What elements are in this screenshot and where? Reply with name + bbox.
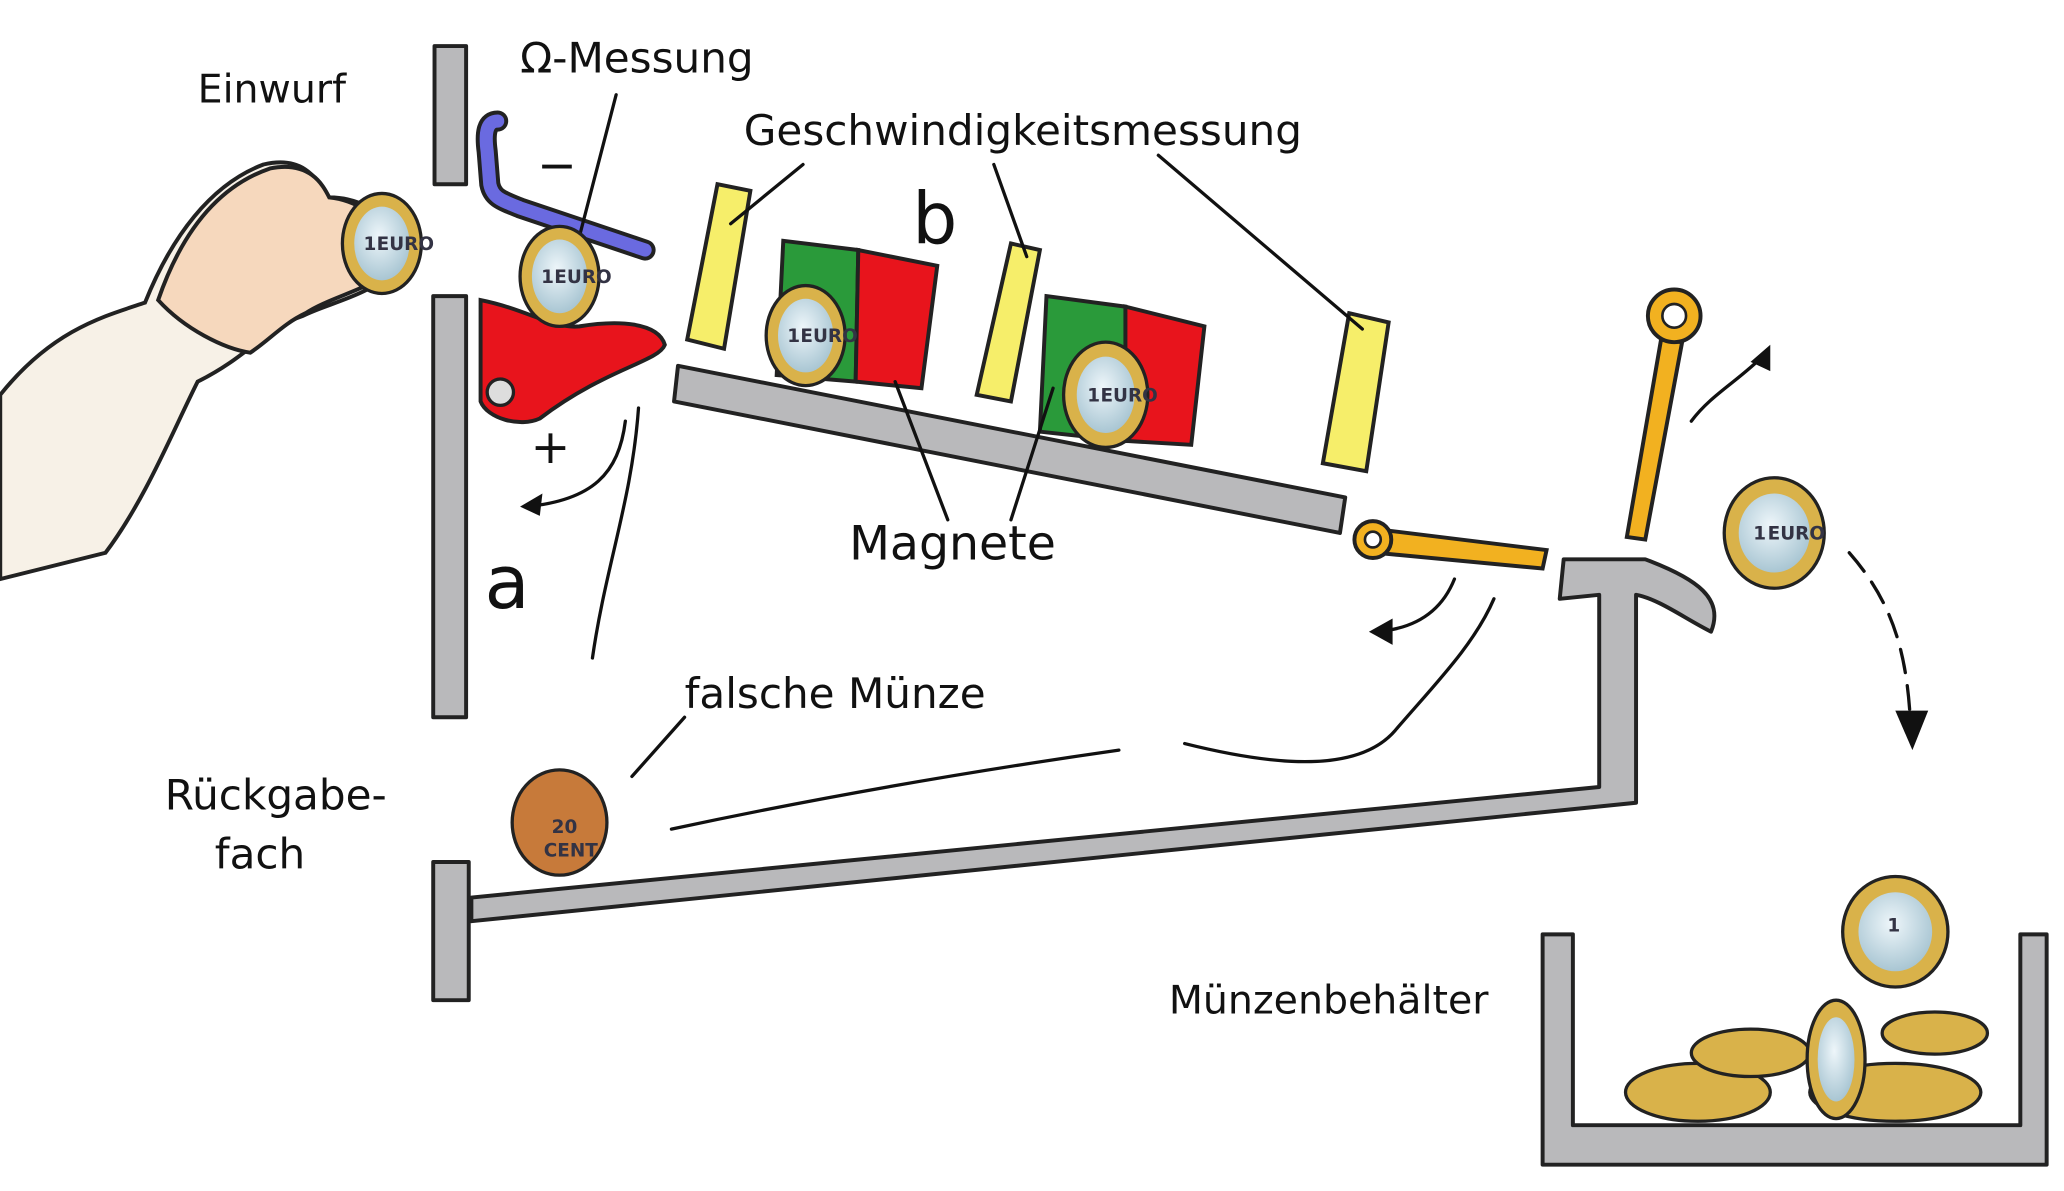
svg-text:1: 1 [1087,385,1100,406]
return-channel [469,557,1717,924]
upper-lever [1624,337,1685,542]
coin-paths [520,344,1929,831]
label-return-tray-1: Rückgabe- [165,770,387,819]
svg-text:20: 20 [552,817,578,838]
measurement-rail [672,363,1348,535]
lower-lever [1373,526,1549,571]
svg-text:1: 1 [1887,916,1900,937]
label-a: a [485,541,530,626]
svg-text:EURO: EURO [377,234,434,255]
magnet-1-red [853,247,940,391]
ohm-contact [479,114,652,257]
svg-text:1: 1 [541,267,554,288]
fake-coin: 20 CENT [510,768,609,877]
label-coin-container: Münzenbehälter [1169,977,1489,1023]
label-b: b [912,177,957,260]
flap-pivot [485,377,516,407]
speed-sensors [684,181,1391,474]
arrow-a-head [520,493,543,516]
label-plus: + [531,420,571,475]
label-return-tray-2: fach [215,830,305,879]
speed-sensor-2 [974,241,1043,404]
svg-text:1: 1 [363,234,376,255]
label-insert: Einwurf [198,67,347,113]
label-fake-coin: falsche Münze [685,669,986,718]
coin-pile [1623,998,1990,1123]
speed-sensor-3 [1320,310,1391,474]
label-speed-measurement: Geschwindigkeitsmessung [744,106,1302,155]
svg-text:CENT: CENT [544,841,598,862]
insert-wall-upper [432,44,469,187]
coin-container [1540,932,2049,1167]
speed-sensor-1 [684,181,753,352]
svg-text:EURO: EURO [554,267,611,288]
hand-illustration [0,160,398,582]
svg-text:EURO: EURO [1768,524,1825,545]
levers [1352,287,1703,571]
svg-text:EURO: EURO [800,326,857,347]
svg-text:1: 1 [1753,524,1766,545]
svg-text:EURO: EURO [1100,385,1157,406]
return-tray-wall [431,860,471,1003]
label-minus: − [537,139,577,194]
label-magnets: Magnete [849,516,1056,571]
euro-coin: 1 [1841,874,1950,989]
label-ohm-measurement: Ω-Messung [520,33,754,82]
insert-wall-lower [431,294,469,720]
leader-lines [577,93,1364,779]
svg-text:1: 1 [787,326,800,347]
